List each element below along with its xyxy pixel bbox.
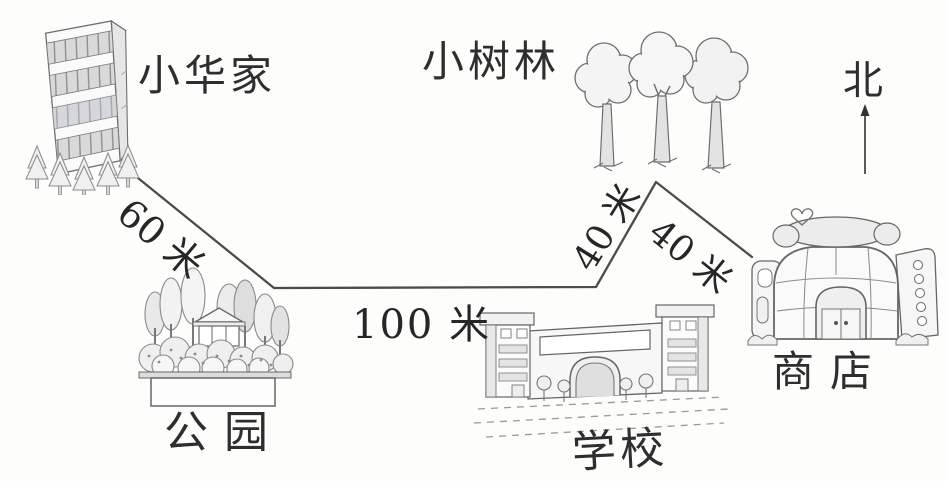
north-arrow-icon [860, 104, 870, 174]
woods-label: 小树林 [422, 37, 561, 86]
shop-label: 商店 [772, 347, 889, 396]
shop-heart-icon [790, 208, 814, 226]
park-base-wall [150, 377, 276, 407]
woods-tree-middle [628, 31, 694, 168]
north-label: 北 [843, 58, 883, 104]
home-label: 小华家 [138, 51, 277, 100]
park-illustration [138, 267, 294, 407]
park-tall-trees [144, 267, 290, 366]
school-front-trees [536, 373, 654, 402]
school-right-tower [655, 304, 715, 392]
woods-tree-left [574, 42, 638, 172]
bush-dots [147, 348, 273, 376]
park-label: 公园 [164, 407, 284, 458]
woods-trees-illustration [574, 31, 749, 174]
park-pavilion [192, 307, 246, 347]
park-platform [138, 371, 292, 379]
shop-illustration [747, 208, 939, 346]
school-arch-inner [575, 362, 615, 397]
school-left-tower [479, 312, 535, 398]
shop-door [815, 286, 867, 340]
shop-right-column [895, 248, 939, 340]
home-building-illustration [25, 19, 139, 195]
school-label: 学校 [570, 422, 670, 479]
shop-roof-loaf [772, 216, 901, 248]
woods-tree-right [684, 37, 749, 174]
school-sign-board [539, 329, 651, 356]
school-road-lines [474, 396, 729, 438]
distance-park-school: 100 米 [352, 302, 492, 348]
school-illustration [474, 304, 729, 438]
shop-bushes [747, 333, 929, 346]
